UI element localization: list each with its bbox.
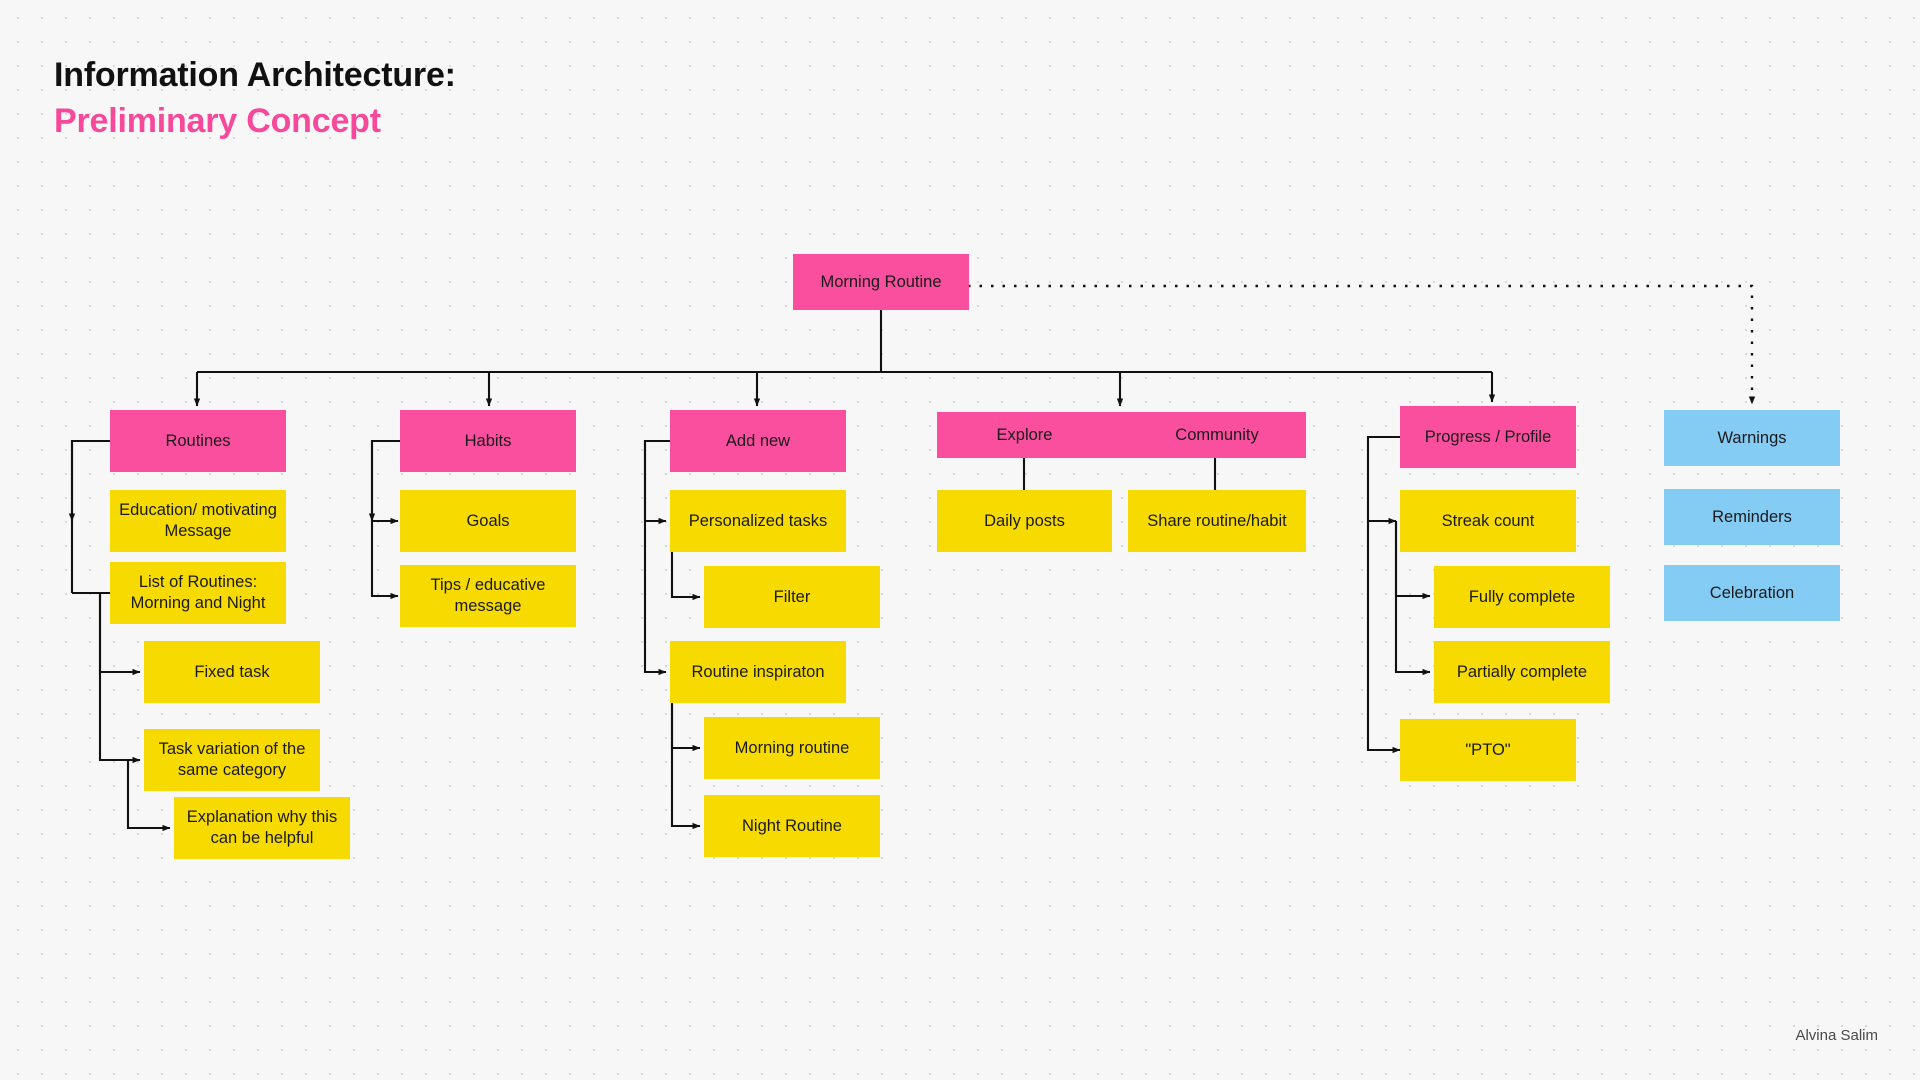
node-label: Tips / educative message [430, 576, 546, 615]
title-line-secondary: Preliminary Concept [54, 102, 381, 140]
node-warnings[interactable]: Warnings [1664, 410, 1840, 466]
wire-habits-to-tips [370, 441, 399, 600]
node-label: Add new [725, 431, 791, 450]
node-label: Fully complete [1468, 587, 1576, 606]
node-label: Partially complete [1456, 662, 1588, 681]
node-reminders[interactable]: Reminders [1664, 489, 1840, 545]
node-explore[interactable]: Explore [937, 412, 1112, 458]
node-label: Education/ motivating Message [119, 501, 277, 540]
node-morning-routine[interactable]: Morning Routine [793, 254, 969, 310]
node-list-of-routines[interactable]: List of Routines: Morning and Night [110, 562, 286, 624]
node-label: Explanation why this can be helpful [186, 808, 338, 847]
node-label: Morning routine [734, 738, 850, 757]
wire-routines-to-education [68, 439, 110, 522]
explore-community-bridge [1112, 412, 1128, 458]
node-label: Routine inspiraton [691, 662, 825, 681]
node-daily-posts[interactable]: Daily posts [937, 490, 1112, 552]
node-label: Goals [466, 511, 510, 530]
node-habits[interactable]: Habits [400, 410, 576, 472]
node-label: Routines [165, 431, 231, 450]
wire-progress-spine-a [1366, 435, 1400, 521]
node-label: Streak count [1441, 511, 1535, 530]
node-partially-complete[interactable]: Partially complete [1434, 641, 1610, 703]
author-signature: Alvina Salim [1795, 1027, 1878, 1044]
node-label: Night Routine [742, 816, 842, 835]
node-morning-routine-sub[interactable]: Morning routine [704, 717, 880, 779]
node-label: Morning Routine [820, 272, 942, 291]
node-task-variation[interactable]: Task variation of the same category [144, 729, 320, 791]
node-label: Filter [773, 587, 811, 606]
node-routines[interactable]: Routines [110, 410, 286, 472]
wire-root-to-warnings [968, 284, 1756, 405]
node-fully-complete[interactable]: Fully complete [1434, 566, 1610, 628]
node-add-new[interactable]: Add new [670, 410, 846, 472]
node-label: Celebration [1709, 583, 1795, 602]
wire-habits-spine [368, 439, 400, 522]
page-title: Information Architecture: Preliminary Co… [54, 52, 456, 144]
node-label: Daily posts [984, 511, 1065, 530]
node-personalized-tasks[interactable]: Personalized tasks [670, 490, 846, 552]
node-education-motivating-message[interactable]: Education/ motivating Message [110, 490, 286, 552]
wire-routines-spine-a [70, 439, 110, 593]
node-label: List of Routines: Morning and Night [130, 573, 266, 612]
node-community[interactable]: Community [1128, 412, 1306, 458]
node-filter[interactable]: Filter [704, 566, 880, 628]
node-tips-educative-message[interactable]: Tips / educative message [400, 565, 576, 627]
node-explanation-why-helpful[interactable]: Explanation why this can be helpful [174, 797, 350, 859]
node-goals[interactable]: Goals [400, 490, 576, 552]
node-label: Personalized tasks [688, 511, 828, 530]
node-celebration[interactable]: Celebration [1664, 565, 1840, 621]
node-streak-count[interactable]: Streak count [1400, 490, 1576, 552]
node-share-routine-habit[interactable]: Share routine/habit [1128, 490, 1306, 552]
node-routine-inspiration[interactable]: Routine inspiraton [670, 641, 846, 703]
node-label: Community [1175, 425, 1259, 444]
node-label: Fixed task [194, 662, 270, 681]
wire-addnew-spine-a [643, 439, 670, 521]
node-label: "PTO" [1465, 740, 1511, 759]
node-label: Reminders [1712, 507, 1792, 526]
node-night-routine[interactable]: Night Routine [704, 795, 880, 857]
node-label: Progress / Profile [1424, 427, 1552, 446]
node-pto[interactable]: "PTO" [1400, 719, 1576, 781]
title-line-primary: Information Architecture: [54, 56, 456, 94]
wire-progress-to-pto [1366, 521, 1401, 754]
node-label: Task variation of the same category [158, 740, 306, 779]
node-label: Warnings [1717, 428, 1787, 447]
wire-addnew-to-inspiration [643, 441, 667, 676]
node-label: Habits [464, 431, 512, 450]
node-fixed-task[interactable]: Fixed task [144, 641, 320, 703]
node-label: Share routine/habit [1147, 511, 1287, 530]
node-label: Explore [996, 425, 1053, 444]
node-progress-profile[interactable]: Progress / Profile [1400, 406, 1576, 468]
